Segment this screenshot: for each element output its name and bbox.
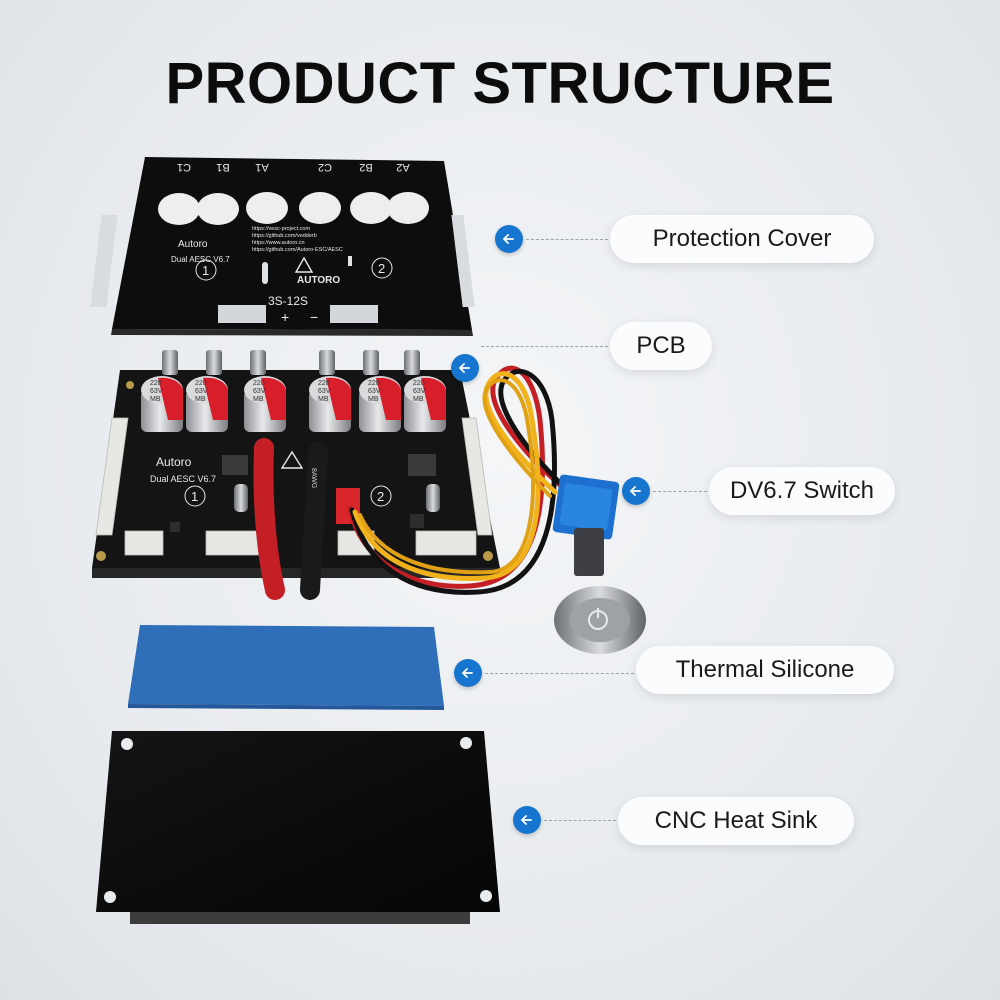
- cover-terminal-label: B2: [359, 161, 372, 173]
- capacitor-rating: 220: [368, 380, 380, 387]
- label-pcb: PCB: [610, 322, 712, 370]
- callout-arrow-icon: [454, 659, 482, 687]
- capacitor-rating: MB: [318, 396, 329, 403]
- capacitor-rating: 220: [318, 380, 330, 387]
- callout-arrow-icon: [495, 225, 523, 253]
- cover-plus: +: [281, 309, 289, 325]
- pcb-channel-2: 2: [377, 489, 384, 504]
- cover-terminal-label: A1: [255, 161, 268, 173]
- capacitor-rating: MB: [195, 396, 206, 403]
- cover-terminal-label: B1: [216, 161, 229, 173]
- callout-line: [653, 491, 707, 492]
- pcb-channel-1: 1: [191, 489, 198, 504]
- cover-channel-1: 1: [202, 263, 209, 278]
- capacitor-rating: 220: [195, 380, 207, 387]
- cover-link-3: https://www.autoro.cn: [252, 240, 305, 246]
- cover-terminal-label: A2: [396, 161, 409, 173]
- page-title: PRODUCT STRUCTURE: [165, 51, 835, 116]
- pcb-brand: Autoro: [156, 455, 192, 469]
- capacitor-rating: 63V: [195, 388, 208, 395]
- callout-arrow-icon: [622, 477, 650, 505]
- capacitor-rating: 63V: [368, 388, 381, 395]
- cover-link-4: https://github.com/Autoro-ESC/AESC: [252, 247, 343, 253]
- cover-model: Dual AESC V6.7: [171, 255, 230, 264]
- svg-text:8AWG: 8AWG: [310, 468, 317, 488]
- callout-line: [481, 346, 608, 347]
- capacitor-rating: 63V: [150, 388, 163, 395]
- protection-cover: C1 B1 A1 C2 B2 A2 Autoro Dual AESC V6.7 https…: [90, 157, 475, 336]
- callout-line: [526, 239, 608, 240]
- capacitor-rating: 220: [413, 380, 425, 387]
- thermal-silicone-pad: [128, 625, 444, 706]
- cover-link-1: https://vesc-project.com: [252, 226, 310, 232]
- capacitor-rating: 63V: [413, 388, 426, 395]
- cover-logo: AUTORO: [297, 275, 340, 286]
- label-cnc-heat-sink: CNC Heat Sink: [618, 797, 854, 845]
- cover-minus: −: [310, 309, 318, 325]
- pcb-model: Dual AESC V6.7: [150, 474, 216, 484]
- cover-channel-2: 2: [378, 261, 385, 276]
- cover-terminal-label: C2: [318, 161, 332, 173]
- cover-terminal-holes: [158, 192, 429, 225]
- cover-brand: Autoro: [178, 239, 208, 250]
- capacitors: 22063VMB22063VMB22063VMB22063VMB22063VMB…: [141, 376, 446, 432]
- callout-line: [544, 820, 616, 821]
- callout-line: [485, 673, 634, 674]
- label-protection-cover: Protection Cover: [610, 215, 874, 263]
- capacitor-rating: MB: [368, 396, 379, 403]
- capacitor-rating: 63V: [318, 388, 331, 395]
- capacitor-rating: 220: [253, 380, 265, 387]
- callout-arrow-icon: [513, 806, 541, 834]
- dv67-switch: [552, 474, 646, 654]
- cover-terminal-label: C1: [177, 161, 191, 173]
- cnc-heat-sink: [96, 731, 500, 924]
- capacitor-rating: 63V: [253, 388, 266, 395]
- cover-link-2: https://github.com/vedderb: [252, 233, 317, 239]
- pcb-board: 22063VMB22063VMB22063VMB22063VMB22063VMB…: [92, 350, 500, 578]
- capacitor-rating: MB: [413, 396, 424, 403]
- label-thermal-silicone: Thermal Silicone: [636, 646, 894, 694]
- capacitor-rating: MB: [150, 396, 161, 403]
- capacitor-rating: 220: [150, 380, 162, 387]
- switch-wires: [347, 365, 568, 595]
- callout-arrow-icon: [451, 354, 479, 382]
- capacitor-rating: MB: [253, 396, 264, 403]
- cover-voltage: 3S-12S: [268, 294, 308, 308]
- label-dv67-switch: DV6.7 Switch: [709, 467, 895, 515]
